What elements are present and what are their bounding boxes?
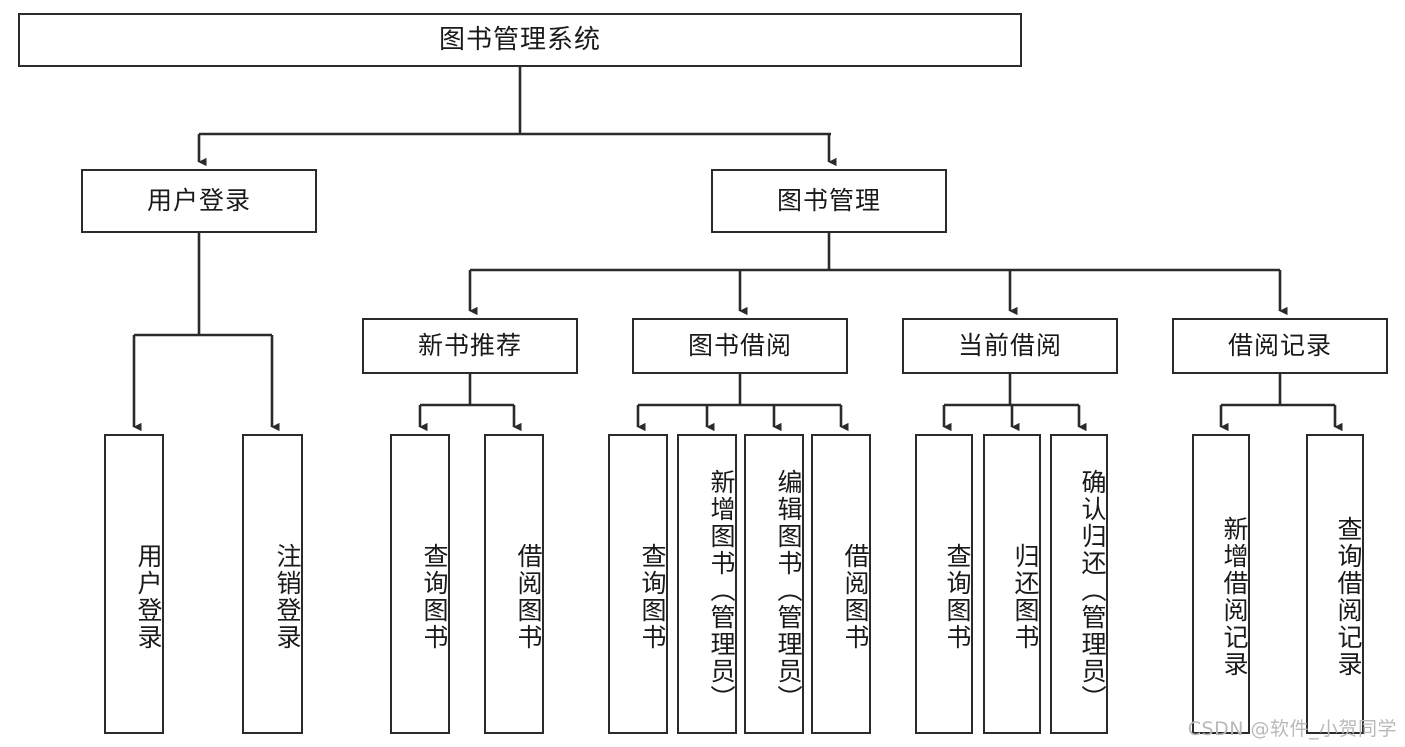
node-leaf-query-borrow-record[interactable]: 查询借阅记录 (1306, 434, 1364, 734)
node-label: 当前借阅 (957, 331, 1062, 361)
node-label: 借阅图书 (514, 543, 543, 651)
node-leaf-query-book-borrow[interactable]: 查询图书 (608, 434, 668, 734)
node-book-borrow[interactable]: 图书借阅 (632, 318, 848, 374)
node-leaf-user-logout[interactable]: 注销登录 (242, 434, 303, 734)
node-label: 归还图书 (1011, 543, 1040, 651)
node-new-book-recommend[interactable]: 新书推荐 (362, 318, 578, 374)
watermark-text: CSDN @软件_小贺同学 (1187, 718, 1397, 740)
node-label: 用户登录 (134, 543, 163, 651)
node-leaf-borrow-book[interactable]: 借阅图书 (811, 434, 871, 734)
node-leaf-borrow-book-recommend[interactable]: 借阅图书 (484, 434, 544, 734)
node-label: 图书管理系统 (438, 24, 601, 55)
node-label: 图书管理 (776, 186, 881, 216)
node-label: 新书推荐 (417, 331, 522, 361)
node-label: 借阅图书 (841, 543, 870, 651)
node-leaf-confirm-return-admin[interactable]: 确认归还（管理员） (1050, 434, 1108, 734)
node-label: 借阅记录 (1227, 331, 1332, 361)
node-label: 新增借阅记录 (1220, 516, 1249, 678)
node-label: 注销登录 (273, 543, 302, 651)
node-user-login[interactable]: 用户登录 (81, 169, 317, 233)
node-leaf-edit-book-admin[interactable]: 编辑图书（管理员） (744, 434, 804, 734)
node-leaf-user-login[interactable]: 用户登录 (104, 434, 164, 734)
node-label: 查询图书 (638, 543, 667, 651)
node-borrow-record[interactable]: 借阅记录 (1172, 318, 1388, 374)
node-root-book-management-system[interactable]: 图书管理系统 (18, 13, 1022, 67)
node-label: 查询图书 (943, 543, 972, 651)
node-label: 新增图书（管理员） (707, 468, 736, 712)
node-leaf-return-book[interactable]: 归还图书 (983, 434, 1041, 734)
node-leaf-add-book-admin[interactable]: 新增图书（管理员） (677, 434, 737, 734)
node-leaf-query-book-current[interactable]: 查询图书 (915, 434, 973, 734)
node-label: 确认归还（管理员） (1078, 468, 1107, 712)
node-label: 图书借阅 (687, 331, 792, 361)
node-label: 查询图书 (420, 543, 449, 651)
node-leaf-add-borrow-record[interactable]: 新增借阅记录 (1192, 434, 1250, 734)
node-current-borrow[interactable]: 当前借阅 (902, 318, 1118, 374)
node-leaf-query-book-recommend[interactable]: 查询图书 (390, 434, 450, 734)
node-book-management[interactable]: 图书管理 (711, 169, 947, 233)
node-label: 用户登录 (146, 186, 251, 216)
node-label: 编辑图书（管理员） (774, 468, 803, 712)
node-label: 查询借阅记录 (1334, 516, 1363, 678)
